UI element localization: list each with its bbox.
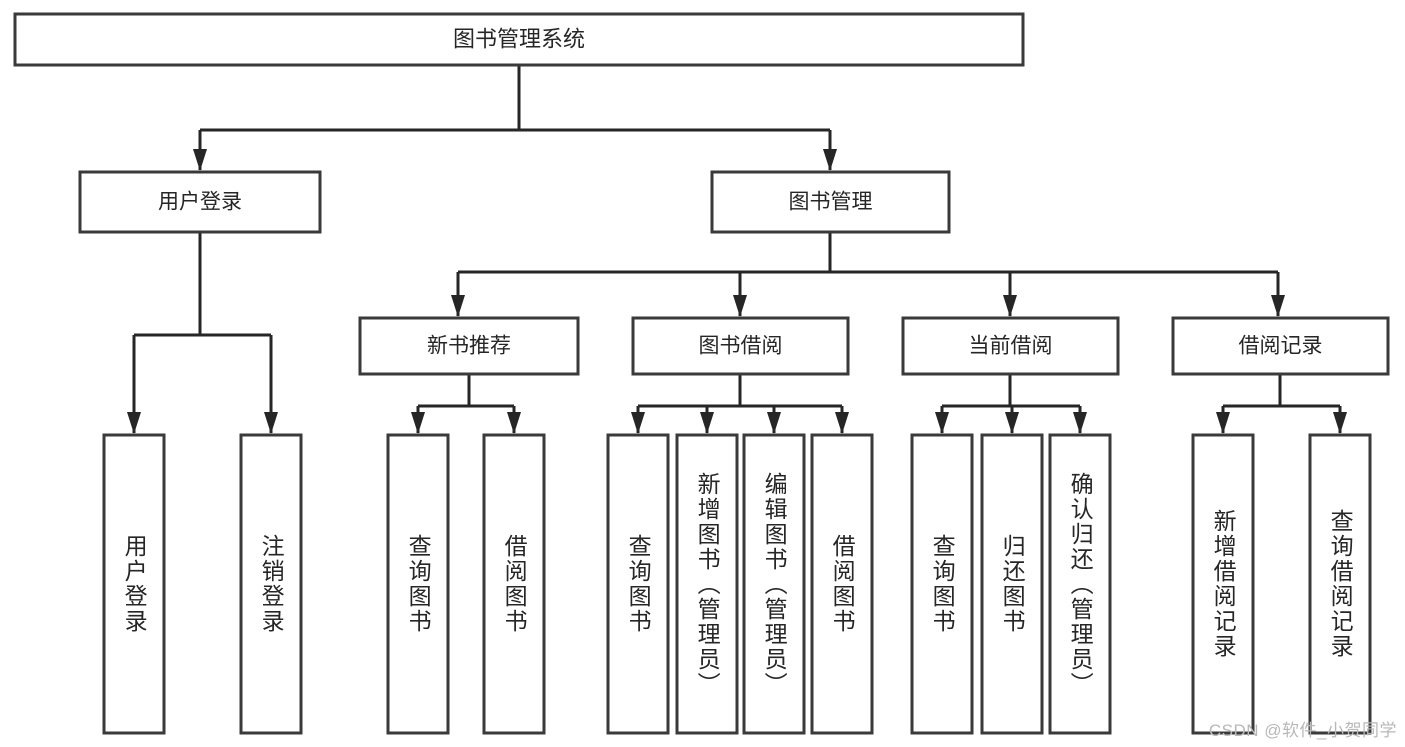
leaf-node-box-6[interactable] — [742, 433, 806, 735]
leaf-node-box-4[interactable] — [606, 433, 670, 735]
level2-node-box-0[interactable] — [358, 316, 580, 376]
level2-node-label-2: 当前借阅 — [969, 335, 1053, 358]
arrow-group-branch-0-1 — [507, 412, 521, 434]
arrow-group-branch-1-1 — [700, 412, 714, 434]
level2-node-box-3[interactable] — [1171, 316, 1390, 376]
arrow-books-branch-0 — [451, 295, 465, 317]
leaf-node-box-11[interactable] — [1191, 433, 1255, 735]
arrow-login-branch-0 — [127, 412, 141, 434]
leaf-node-box-9[interactable] — [980, 433, 1044, 735]
level1-node-label-1: 图书管理 — [789, 191, 873, 214]
connector-layer — [127, 65, 1347, 434]
level2-node-box-2[interactable] — [901, 316, 1120, 376]
level2-node-label-3: 借阅记录 — [1239, 335, 1323, 358]
leaf-node-box-1[interactable] — [239, 433, 303, 735]
root-node-box-0[interactable] — [13, 12, 1025, 67]
leaf-node-box-0[interactable] — [102, 433, 166, 735]
arrow-books-branch-2 — [1003, 295, 1017, 317]
arrow-root-branch-1 — [823, 149, 837, 171]
level2-node-box-1[interactable] — [631, 316, 850, 376]
level1-node-box-0[interactable] — [78, 170, 322, 234]
arrow-group-branch-2-1 — [1005, 412, 1019, 434]
leaf-node-box-3[interactable] — [482, 433, 546, 735]
arrow-group-branch-1-0 — [631, 412, 645, 434]
leaf-node-box-7[interactable] — [810, 433, 874, 735]
csdn-watermark: CSDN @软件_小贺同学 — [1208, 721, 1397, 740]
arrow-group-branch-1-3 — [835, 412, 849, 434]
arrow-login-branch-1 — [264, 412, 278, 434]
leaf-node-box-8[interactable] — [910, 433, 974, 735]
arrow-group-branch-2-0 — [935, 412, 949, 434]
leaf-node-box-5[interactable] — [675, 433, 739, 735]
arrow-group-branch-0-0 — [411, 412, 425, 434]
level2-node-label-0: 新书推荐 — [427, 335, 511, 358]
root-node-label-0: 图书管理系统 — [453, 26, 585, 51]
arrow-group-branch-3-1 — [1333, 412, 1347, 434]
leaf-node-box-2[interactable] — [386, 433, 450, 735]
arrow-books-branch-3 — [1271, 295, 1285, 317]
leaf-node-box-12[interactable] — [1308, 433, 1372, 735]
level1-node-label-0: 用户登录 — [158, 191, 242, 214]
arrow-books-branch-1 — [733, 295, 747, 317]
level2-node-label-1: 图书借阅 — [699, 335, 783, 358]
arrow-group-branch-1-2 — [767, 412, 781, 434]
level1-node-box-1[interactable] — [710, 170, 951, 234]
arrow-group-branch-2-2 — [1073, 412, 1087, 434]
arrow-group-branch-3-0 — [1216, 412, 1230, 434]
arrow-root-branch-0 — [193, 149, 207, 171]
box-layer — [13, 12, 1390, 735]
leaf-node-box-10[interactable] — [1048, 433, 1112, 735]
